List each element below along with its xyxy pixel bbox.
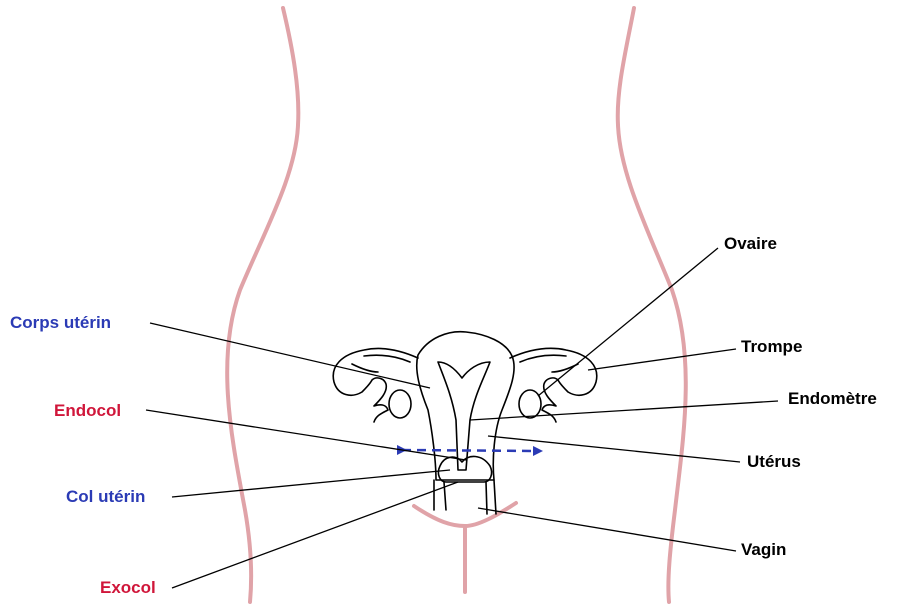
- leader-uterus: [487, 435, 741, 463]
- body-outline-left: [225, 6, 301, 604]
- left-ovary: [388, 389, 412, 419]
- label-trompe: Trompe: [741, 337, 803, 356]
- leader-col-uterin: [171, 469, 451, 498]
- uterine-cavity: [437, 361, 491, 471]
- leader-ovaire: [537, 247, 719, 397]
- label-exocol: Exocol: [100, 578, 156, 597]
- leader-corps-uterin: [149, 322, 431, 389]
- body-outline-right: [615, 6, 688, 604]
- label-endocol: Endocol: [54, 401, 122, 420]
- leader-vagin: [477, 507, 737, 552]
- pelvic-floor-curve: [412, 501, 518, 529]
- cervix-width-arrow: [396, 444, 543, 456]
- right-ovary: [518, 389, 542, 419]
- reproductive-organs: [332, 330, 598, 515]
- right-fallopian-tube: [509, 347, 598, 423]
- uterus-outline: [415, 330, 515, 481]
- label-ovaire: Ovaire: [724, 234, 777, 253]
- vagina: [433, 479, 497, 515]
- label-uterus: Utérus: [747, 452, 801, 471]
- leader-trompe: [587, 348, 737, 371]
- body-outline: [225, 6, 688, 604]
- leader-endometre: [469, 400, 779, 421]
- cervix: [437, 455, 493, 483]
- label-endometre: Endomètre: [788, 389, 877, 408]
- leader-endocol: [145, 409, 467, 461]
- label-corps-uterin: Corps utérin: [10, 313, 112, 332]
- label-col-uterin: Col utérin: [66, 487, 146, 506]
- leader-lines: [145, 247, 779, 589]
- label-vagin: Vagin: [741, 540, 787, 559]
- left-fallopian-tube: [332, 347, 419, 423]
- leader-exocol: [171, 481, 459, 589]
